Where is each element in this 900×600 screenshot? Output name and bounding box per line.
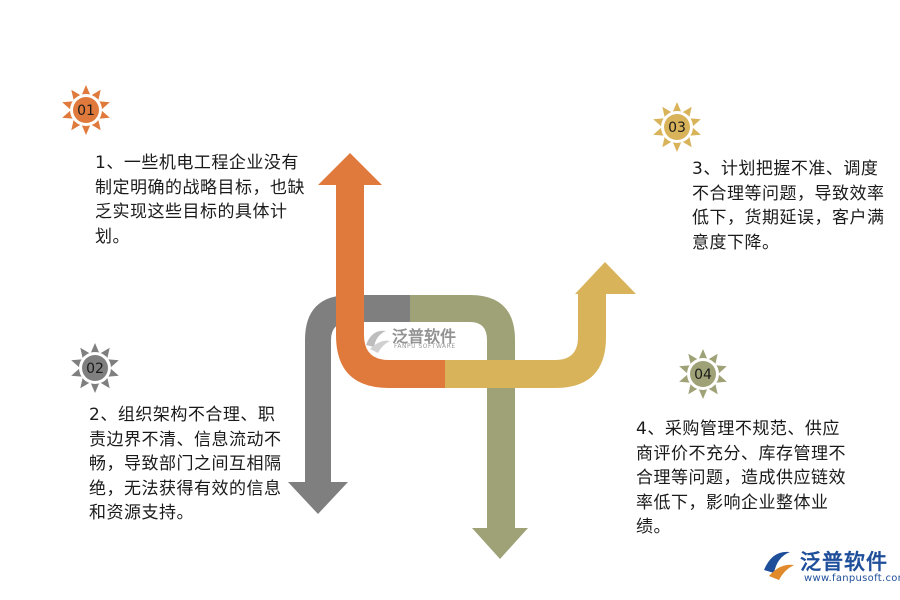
brand-url: www.fanpusoft.com (804, 573, 900, 584)
badge-disc (664, 114, 690, 140)
item-4-text: 4、采购管理不规范、供应商评价不充分、库存管理不合理等问题，造成供应链效率低下，… (636, 419, 846, 537)
item-2-text: 2、组织架构不合理、职责边界不清、信息流动不畅，导致部门之间互相隔绝，无法获得有… (89, 405, 282, 523)
orange-arrow (318, 153, 445, 388)
badge-label: 01 (77, 103, 95, 119)
brand-logo: 泛普软件 www.fanpusoft.com (760, 546, 900, 588)
badge-02: 02 (71, 343, 119, 393)
badge-03: 03 (653, 102, 701, 152)
brand-logo-icon (764, 551, 794, 580)
item-1-text: 1、一些机电工程企业没有制定明确的战略目标，也缺乏实现这些目标的具体计划。 (95, 153, 305, 247)
badge-01: 01 (62, 85, 110, 135)
badge-label: 02 (86, 361, 104, 377)
gray-arrow (288, 295, 410, 514)
badge-label: 04 (694, 367, 712, 383)
badge-disc (82, 355, 108, 381)
item-3-text: 3、计划把握不准、调度不合理等问题，导致效率低下，货期延误，客户满意度下降。 (692, 159, 885, 253)
watermark-logo-icon (366, 330, 390, 353)
badge-disc (73, 97, 99, 123)
badge-disc (690, 361, 716, 387)
center-watermark: 泛普软件 FANPU SOFTWARE (362, 323, 482, 357)
badge-label: 03 (668, 120, 686, 136)
badges-layer: 01 02 03 04 (62, 85, 727, 399)
brand-name: 泛普软件 (800, 550, 888, 574)
watermark-name: 泛普软件 (392, 327, 457, 346)
gold-arrow (445, 262, 636, 388)
badge-04: 04 (679, 349, 727, 399)
watermark-sub: FANPU SOFTWARE (394, 343, 456, 350)
